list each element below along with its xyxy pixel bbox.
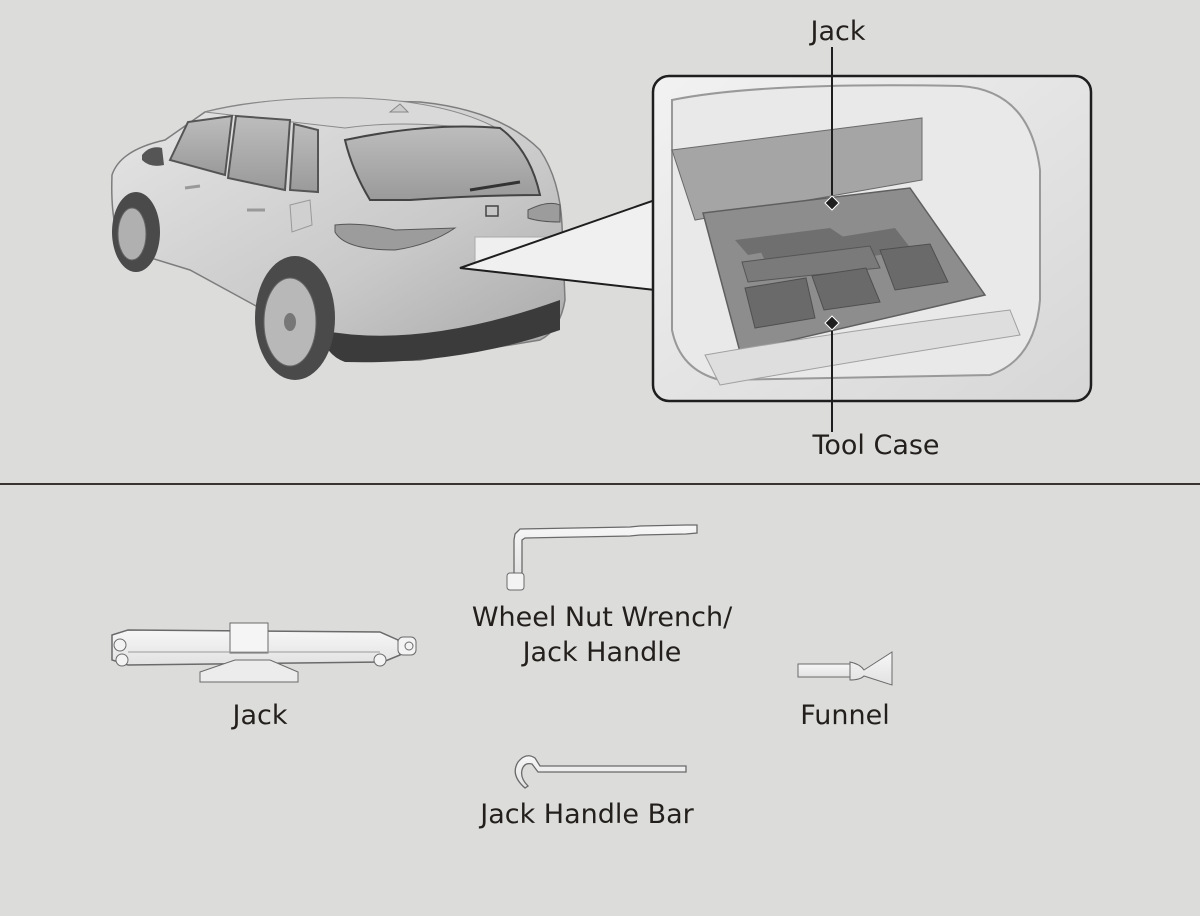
callout-label-tool-case: Tool Case xyxy=(812,430,940,461)
funnel-illustration xyxy=(797,651,893,686)
trunk-inset-illustration xyxy=(651,47,1093,432)
vehicle-rear-illustration xyxy=(111,97,656,380)
wheel-nut-wrench-illustration xyxy=(506,524,698,591)
tool-label-jack: Jack xyxy=(232,700,288,731)
tool-label-funnel: Funnel xyxy=(800,700,890,731)
jack-handle-bar-illustration xyxy=(514,755,687,789)
section-divider xyxy=(0,483,1200,485)
callout-label-jack: Jack xyxy=(810,16,866,47)
tool-label-line: Jack Handle xyxy=(522,637,682,668)
tool-label-jack-handle-bar: Jack Handle Bar xyxy=(480,799,694,830)
jack-illustration xyxy=(111,622,417,683)
tool-label-line: Wheel Nut Wrench/ xyxy=(471,602,733,633)
tool-label-wheel-nut-wrench: Wheel Nut Wrench/ Jack Handle xyxy=(472,600,732,670)
